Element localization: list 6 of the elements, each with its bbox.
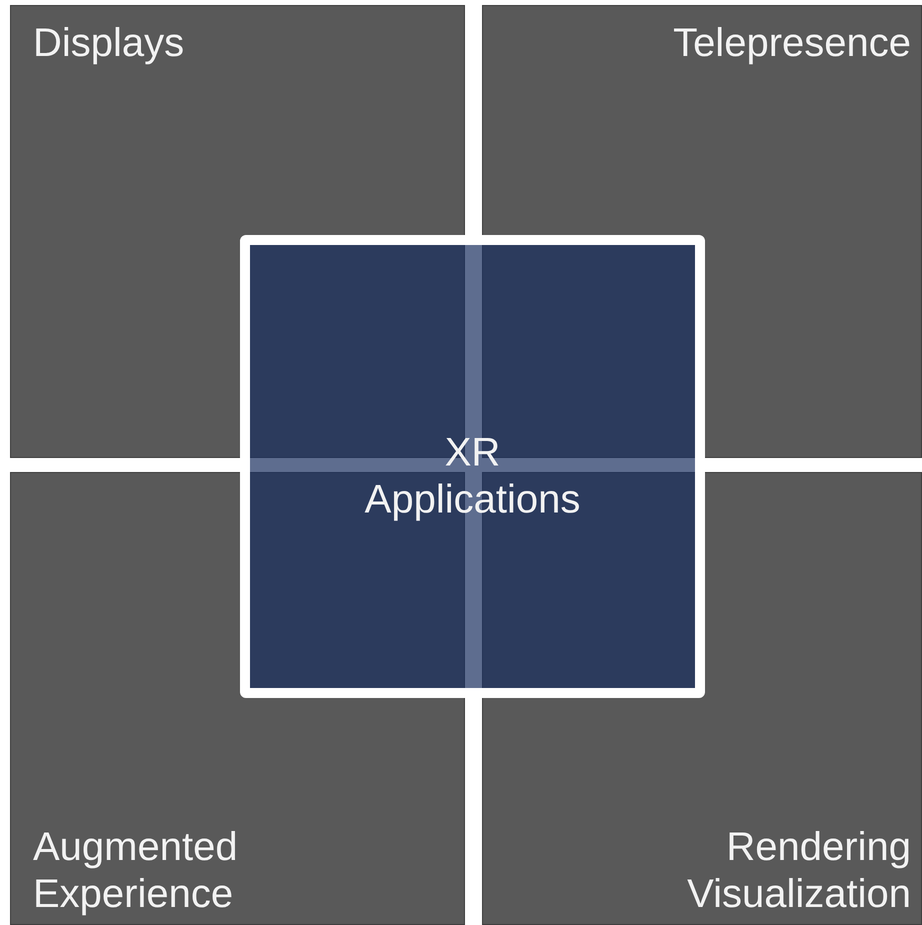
center-label: XR Applications: [364, 428, 580, 523]
quadrant-label: Augmented Experience: [33, 824, 238, 918]
quadrant-label: Telepresence: [673, 20, 911, 67]
center-overlay-box: [240, 235, 705, 698]
quadrant-label: Rendering Visualization: [687, 824, 911, 918]
quadrant-label: Displays: [33, 20, 184, 67]
